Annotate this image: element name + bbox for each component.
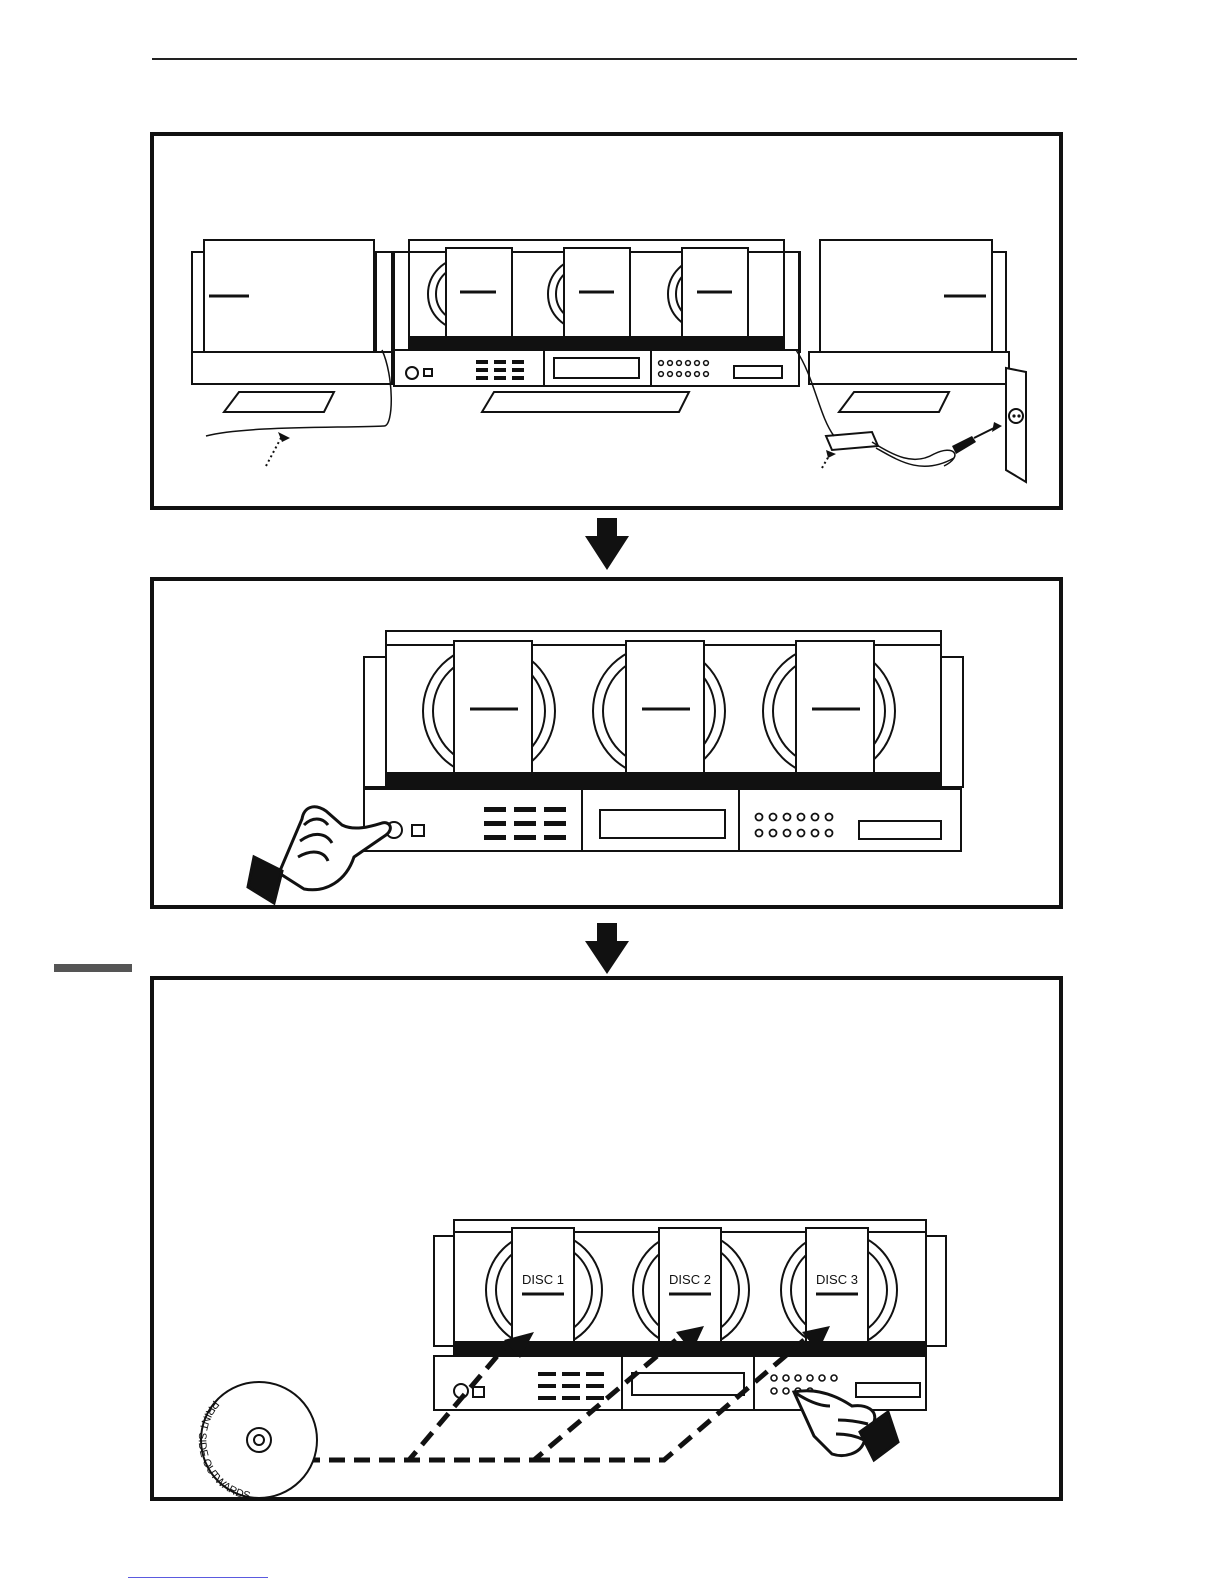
step-1-panel	[150, 132, 1063, 510]
right-speaker	[784, 240, 1009, 412]
step-2-panel	[150, 577, 1063, 909]
footer-underline	[128, 1577, 268, 1578]
step-3-illustration: DISC 1 DISC 2 DISC 3 PRINT SIDE OUTWARDS	[154, 980, 1067, 1505]
step-2-illustration	[154, 581, 1067, 913]
disc-3-label: DISC 3	[816, 1272, 858, 1287]
step-3-panel: DISC 1 DISC 2 DISC 3 PRINT SIDE OUTWARDS	[150, 976, 1063, 1501]
left-speaker	[192, 240, 392, 412]
down-arrow-icon	[585, 518, 629, 570]
wall-socket-icon	[1006, 368, 1026, 482]
disc-2-label: DISC 2	[669, 1272, 711, 1287]
header-rule	[152, 58, 1077, 60]
step-1-illustration	[154, 136, 1067, 514]
power-plug-icon	[952, 422, 1002, 454]
down-arrow-icon	[585, 923, 629, 974]
disc-1-label: DISC 1	[522, 1272, 564, 1287]
side-tab-marker	[54, 964, 132, 972]
disc-icon: PRINT SIDE OUTWARDS	[196, 1382, 317, 1502]
main-unit	[394, 240, 799, 386]
